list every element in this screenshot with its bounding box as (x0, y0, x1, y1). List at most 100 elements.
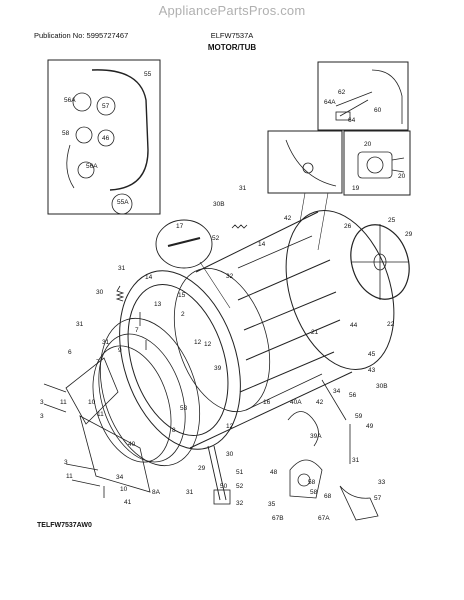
callout-16: 16 (263, 399, 271, 406)
callout-25: 25 (388, 217, 396, 224)
callout-53: 53 (180, 405, 188, 412)
callout-45: 45 (368, 351, 376, 358)
callout-40: 40 (128, 441, 136, 448)
callout-68: 68 (324, 493, 332, 500)
callout-50: 50 (220, 483, 228, 490)
publication-number: Publication No: 5995727467 (34, 31, 129, 40)
callout-3: 3 (40, 399, 44, 406)
callout-7: 7 (96, 359, 100, 366)
callout-13: 13 (154, 301, 162, 308)
watermark: AppliancePartsPros.com (158, 3, 306, 18)
callout-40A: 40A (290, 399, 302, 406)
inner-drum (173, 235, 323, 413)
callout-42: 42 (284, 215, 292, 222)
callout-48: 48 (270, 469, 278, 476)
callout-12: 12 (204, 341, 212, 348)
callout-58: 58 (310, 489, 318, 496)
callout-31: 31 (118, 265, 126, 272)
tub-detail-inset (267, 130, 343, 194)
top-right_inset-label-60: 60 (374, 107, 382, 114)
callout-8: 8 (172, 427, 176, 434)
hose-inset-label-55A: 55A (117, 199, 129, 206)
callout-58: 58 (308, 479, 316, 486)
callout-39: 39 (214, 365, 222, 372)
callout-67B: 67B (272, 515, 284, 522)
callout-31: 31 (352, 457, 360, 464)
callout-32: 32 (226, 273, 234, 280)
callout-14: 14 (145, 274, 153, 281)
hose-inset-label-46: 46 (102, 135, 110, 142)
hose-inset-label-57: 57 (102, 103, 110, 110)
callout-52: 52 (236, 483, 244, 490)
callout-10: 10 (88, 399, 96, 406)
motor-inset-label-20: 20 (398, 173, 406, 180)
callout-59: 59 (355, 413, 363, 420)
callout-9: 9 (118, 347, 122, 354)
callout-31: 31 (76, 321, 84, 328)
callout-31: 31 (239, 185, 247, 192)
front-bracket (65, 357, 151, 493)
callout-41: 41 (124, 499, 132, 506)
hose-inset-label-56A: 56A (86, 163, 98, 170)
callout-31: 31 (102, 339, 110, 346)
top-right_inset-label-64A: 64A (324, 99, 336, 106)
top-right-inset (317, 61, 409, 131)
drain-pump (287, 411, 379, 521)
diagram-code: TELFW7537AW0 (37, 522, 92, 529)
callout-33: 33 (378, 479, 386, 486)
hose-inset-label-56A: 56A (64, 97, 76, 104)
callout-8A: 8A (152, 489, 161, 496)
callout-21: 21 (311, 329, 319, 336)
callout-67A: 67A (318, 515, 330, 522)
callout-10: 10 (120, 486, 128, 493)
callout-17: 17 (176, 223, 184, 230)
motor-inset-label-20: 20 (364, 141, 372, 148)
callout-49: 49 (366, 423, 374, 430)
hose-inset (47, 59, 161, 215)
callout-35: 35 (268, 501, 276, 508)
callout-43: 43 (368, 367, 376, 374)
hose-inset-label-55: 55 (144, 71, 152, 78)
callout-6: 6 (68, 349, 72, 356)
callout-29: 29 (405, 231, 413, 238)
callout-57: 57 (374, 495, 382, 502)
callout-2: 2 (181, 311, 185, 318)
callout-12: 12 (194, 339, 202, 346)
callout-39A: 39A (310, 433, 322, 440)
callout-12: 12 (226, 423, 234, 430)
motor-inset-label-19: 19 (352, 185, 360, 192)
section-title: MOTOR/TUB (207, 43, 257, 52)
hose-inset-label-58: 58 (62, 130, 70, 137)
callout-22: 22 (387, 321, 395, 328)
motor-inset (343, 130, 411, 196)
callout-30B: 30B (376, 383, 388, 390)
callout-labels: 3130B42262529175232143114301315317123162… (40, 185, 413, 522)
callout-3: 3 (40, 413, 44, 420)
callout-7: 7 (135, 327, 139, 334)
front-bellows (92, 317, 201, 467)
callout-30B: 30B (213, 201, 225, 208)
callout-14: 14 (258, 241, 266, 248)
pulley-wheel (350, 224, 410, 300)
callout-26: 26 (344, 223, 352, 230)
callout-51: 51 (236, 469, 244, 476)
callout-34: 34 (116, 474, 124, 481)
callout-42: 42 (316, 399, 324, 406)
callout-44: 44 (350, 322, 358, 329)
callout-3: 3 (64, 459, 68, 466)
callout-32: 32 (236, 500, 244, 507)
callout-31: 31 (186, 489, 194, 496)
callout-30: 30 (226, 451, 234, 458)
outer-tub (119, 209, 395, 450)
callout-15: 15 (178, 292, 186, 299)
callout-11: 11 (66, 473, 73, 480)
top-right_inset-label-64: 64 (348, 117, 356, 124)
callout-34: 34 (333, 388, 341, 395)
callout-11: 11 (60, 399, 67, 406)
model-number: ELFW7537A (210, 31, 254, 40)
callout-52: 52 (212, 235, 220, 242)
top-right_inset-label-62: 62 (338, 89, 346, 96)
callout-30: 30 (96, 289, 104, 296)
